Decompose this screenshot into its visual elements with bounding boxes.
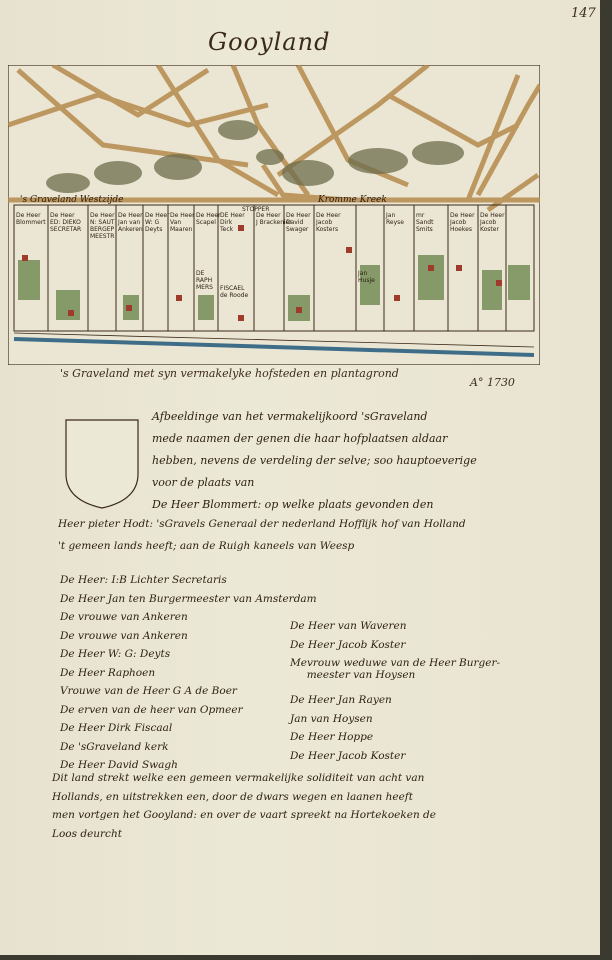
- name-left: De Heer Raphoen: [60, 666, 156, 679]
- closing-line: Hollands, en uitstrekken een, door de dw…: [52, 790, 413, 803]
- closing-line: men vortgen het Gooyland: en over de vaa…: [52, 809, 436, 821]
- name-right: Mevrouw weduwe van de Heer Burger- meest…: [290, 657, 501, 681]
- name-right: De Heer Jan Rayen: [290, 694, 392, 706]
- name-left: De vrouwe van Ankeren: [60, 629, 188, 642]
- intro-line: hebben, nevens de verdeling der selve; s…: [152, 454, 477, 467]
- name-left: De Heer: I:B Lichter Secretaris: [60, 574, 227, 586]
- intro-line: Afbeeldinge van het vermakelijkoord 'sGr…: [152, 410, 428, 423]
- intro-line: mede naamen der genen die haar hofplaats…: [152, 432, 448, 445]
- map-district-right: Kromme Kreek: [317, 195, 387, 205]
- name-left: De Heer W: G: Deyts: [60, 648, 171, 660]
- shield-icon: [65, 419, 139, 509]
- map-year: A° 1730: [470, 376, 515, 389]
- page-title: Gooyland: [208, 28, 331, 56]
- map-district-left: 's Graveland Westzijde: [20, 195, 123, 205]
- page-number: 147: [571, 6, 596, 21]
- name-left: De 'sGraveland kerk: [60, 740, 169, 753]
- name-left: De erven van de heer van Opmeer: [60, 703, 243, 716]
- name-left: De vrouwe van Ankeren: [60, 611, 188, 623]
- name-right: De Heer Hoppe: [290, 731, 374, 743]
- name-left: De Heer Jan ten Burgermeester van Amster…: [60, 592, 317, 605]
- name-left: De Heer David Swagh: [60, 759, 178, 771]
- closing-line: Loos deurcht: [52, 827, 122, 840]
- map-caption: 's Graveland met syn vermakelyke hofsted…: [60, 367, 399, 380]
- paragraph-line: Heer pieter Hodt: 'sGravels Generaal der…: [58, 518, 466, 530]
- map-illustration: 's Graveland Westzijde STOPPER Kromme Kr…: [8, 65, 540, 365]
- name-right: De Heer Jacob Koster: [290, 749, 406, 762]
- name-right: De Heer Jacob Koster: [290, 638, 406, 651]
- name-left: Vrouwe van de Heer G A de Boer: [60, 685, 237, 697]
- name-left: De Heer Dirk Fiscaal: [60, 722, 173, 734]
- closing-line: Dit land strekt welke een gemeen vermake…: [52, 772, 425, 784]
- name-right: De Heer van Waveren: [290, 620, 407, 632]
- intro-line: De Heer Blommert: op welke plaats gevond…: [152, 498, 434, 511]
- paragraph-line: 't gemeen lands heeft; aan de Ruigh kane…: [58, 540, 355, 552]
- intro-line: voor de plaats van: [152, 476, 255, 489]
- map-district-mid: STOPPER: [242, 206, 269, 213]
- manuscript-page: 147 Gooyland: [0, 0, 600, 955]
- name-right: Jan van Hoysen: [290, 712, 373, 725]
